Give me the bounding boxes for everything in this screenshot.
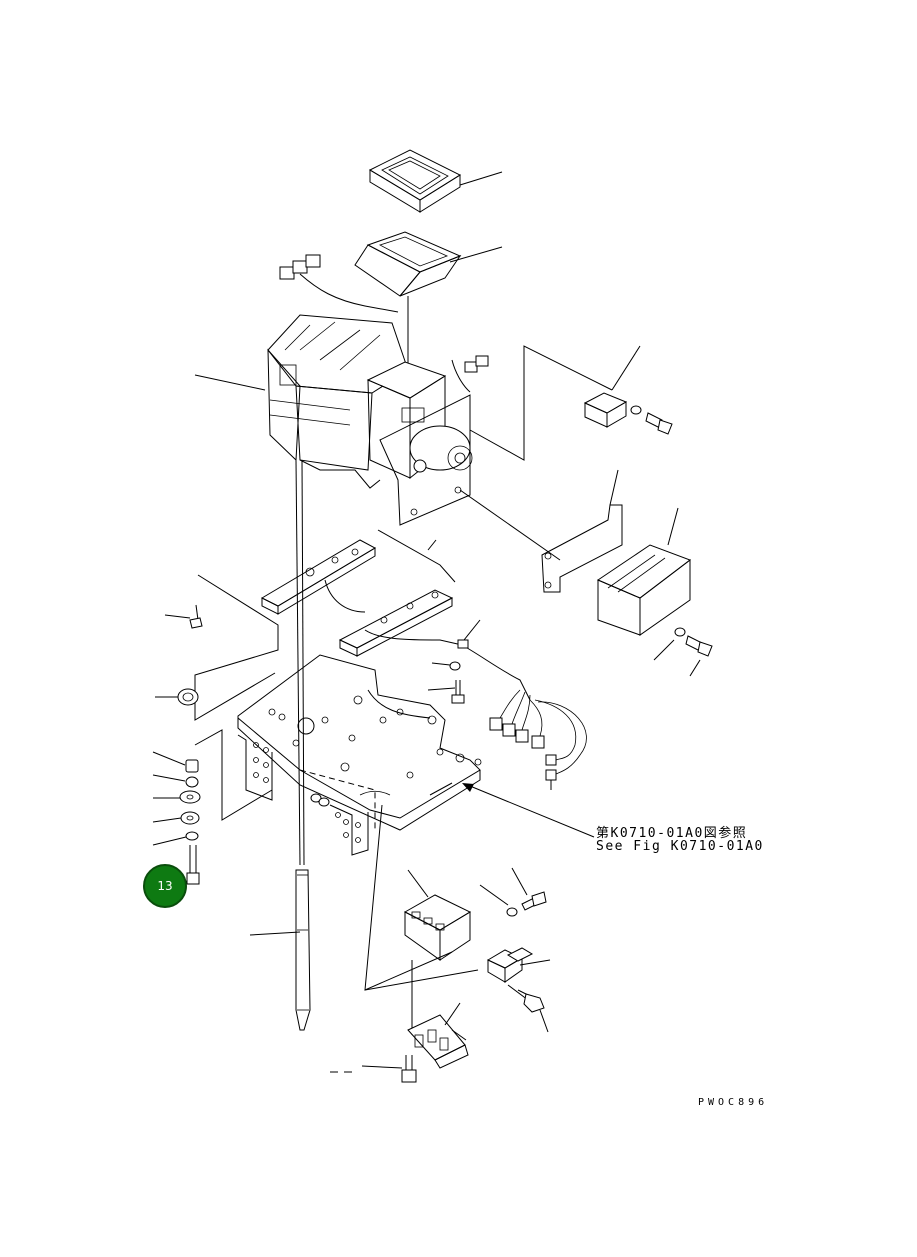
relay-washer[interactable] (479, 884, 518, 917)
relay-bolt[interactable] (511, 867, 547, 911)
grommet[interactable] (177, 688, 199, 706)
flange-bolt[interactable] (507, 984, 549, 1033)
floor-plate[interactable] (237, 654, 482, 856)
air-filter-frame[interactable] (368, 149, 503, 213)
washer[interactable] (152, 811, 200, 825)
mounting-bracket-right[interactable] (459, 469, 623, 593)
blower-motor[interactable] (366, 361, 473, 526)
leader-lines-lower (364, 804, 479, 1035)
spacer-collar[interactable] (152, 751, 199, 773)
flat-washer[interactable] (153, 790, 201, 804)
reference-note-japanese: 第K0710-01A0図参照 (596, 826, 748, 841)
control-unit[interactable] (596, 507, 713, 677)
relay-bracket[interactable] (583, 345, 673, 435)
relay-module[interactable] (403, 869, 472, 961)
bolt-small-left[interactable] (189, 604, 203, 629)
fuse-connector[interactable] (407, 1002, 469, 1069)
leader-lines-left (155, 574, 279, 721)
reference-note-english[interactable]: See Fig K0710-01A0 (596, 839, 764, 854)
wiring-harness[interactable] (364, 619, 587, 790)
reference-arrow (462, 783, 595, 838)
bolt-long-left[interactable] (177, 845, 200, 885)
small-relay[interactable] (486, 947, 551, 983)
leader-lines-right (451, 345, 613, 461)
drawing-code: PWOC896 (698, 1097, 769, 1108)
lock-washer[interactable] (152, 831, 199, 846)
leader-bracket-left-stack (194, 729, 273, 821)
duct-grille[interactable] (354, 231, 503, 370)
vertical-rod[interactable] (249, 459, 311, 1031)
upper-plate-bracket[interactable] (260, 529, 456, 615)
harness-connector-top[interactable] (279, 254, 399, 313)
nut[interactable] (152, 774, 199, 788)
heater-unit[interactable] (194, 314, 409, 489)
bottom-bolt[interactable] (330, 1055, 417, 1083)
callout-badge-13[interactable]: 13 (143, 864, 187, 908)
lower-plate-bracket[interactable] (324, 579, 454, 657)
callout-badge-label: 13 (157, 879, 173, 893)
